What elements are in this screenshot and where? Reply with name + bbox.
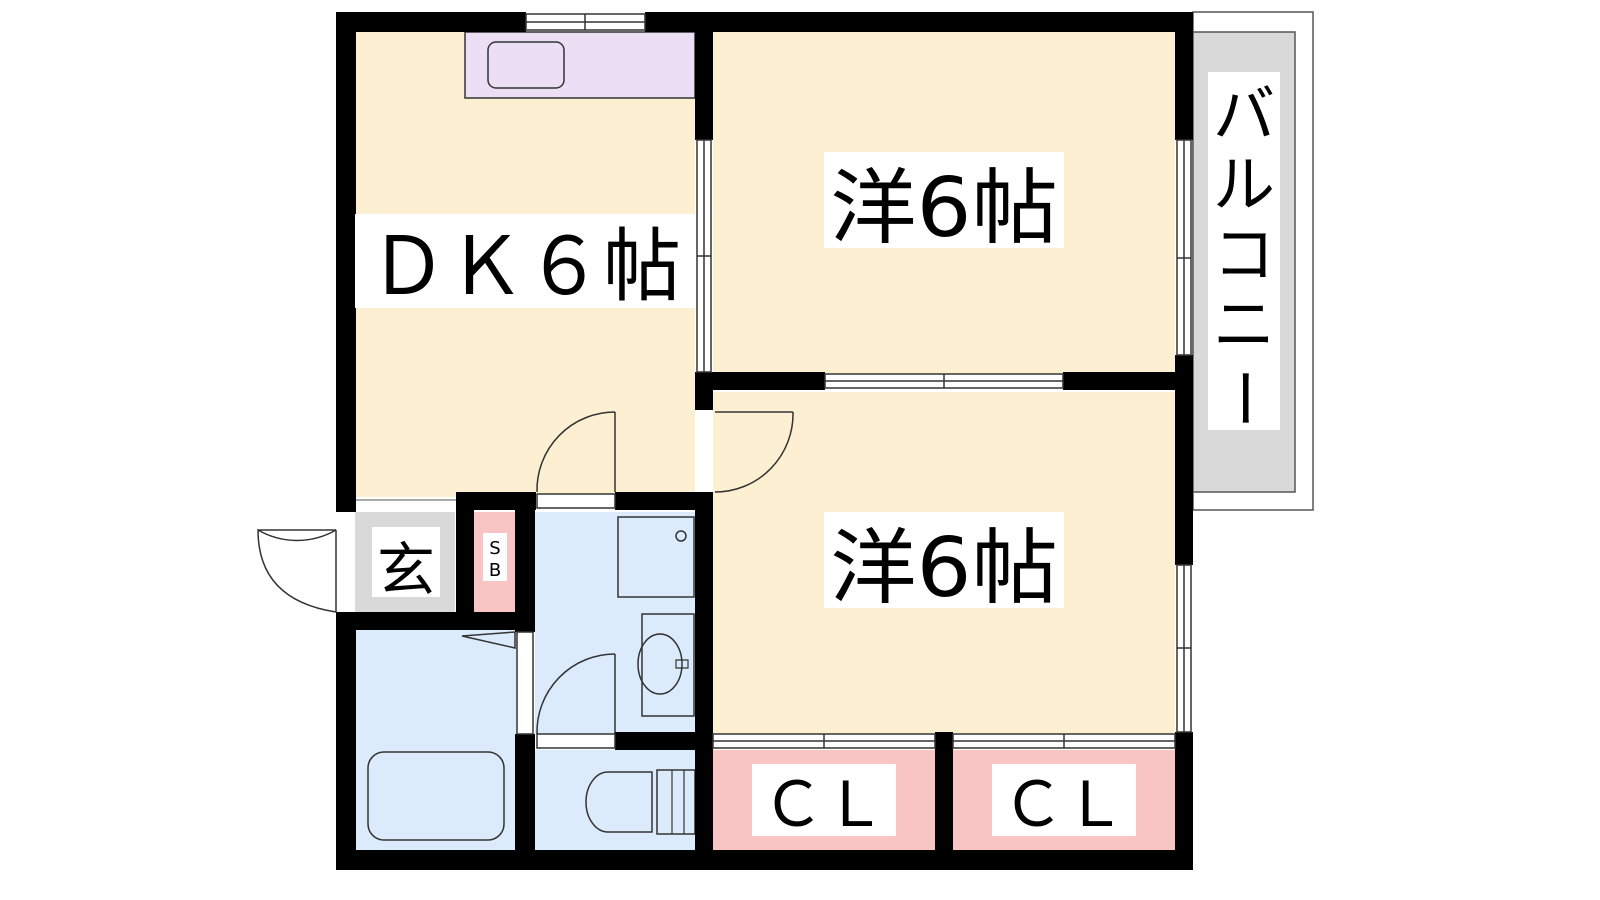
- balcony-label-char: ル: [1213, 148, 1275, 221]
- closet-left-label: ＣＬ: [762, 768, 886, 841]
- entrance-label-bg: [372, 527, 440, 597]
- washing-machine-space: [617, 516, 695, 598]
- kitchen-sink: [487, 41, 565, 89]
- dk-label-bg: [355, 214, 695, 308]
- faucet-icon: [675, 659, 689, 669]
- western-lower-label-bg: [824, 512, 1064, 608]
- windows: [516, 13, 1192, 749]
- washbasin-counter: [641, 613, 695, 717]
- balcony-label-char: ー: [1207, 367, 1280, 429]
- dk-label: ＤＫ６帖: [369, 220, 681, 313]
- shoe-box-label-bg: [483, 533, 507, 581]
- balcony-label-bg: [1208, 72, 1280, 430]
- closet-right-label-bg: [992, 764, 1136, 836]
- toilet-bowl: [585, 771, 653, 833]
- bath-floor: [355, 630, 517, 852]
- balcony-label-char: コ: [1213, 218, 1275, 291]
- bathtub: [367, 751, 505, 841]
- western-upper-label: 洋6帖: [830, 161, 1058, 256]
- western-lower-label: 洋6帖: [830, 521, 1058, 616]
- door-swings: [257, 411, 794, 735]
- drain-icon: [675, 530, 687, 542]
- balcony-label-char: バ: [1213, 78, 1275, 151]
- washbasin: [637, 633, 683, 695]
- balcony-label-char: ニ: [1213, 288, 1275, 361]
- closet-right-label: ＣＬ: [1002, 768, 1126, 841]
- kitchen-counter: [464, 31, 696, 99]
- walls: [336, 12, 1193, 870]
- shoe-box-label-top: S: [489, 538, 500, 559]
- balcony-label: バ ル コ ニ ー: [1207, 78, 1280, 429]
- closet-left-label-bg: [752, 764, 896, 836]
- entrance-label: 玄: [377, 536, 435, 604]
- toilet-floor: [535, 750, 695, 852]
- shoe-box-label-bottom: B: [489, 560, 501, 581]
- western-upper-label-bg: [824, 152, 1064, 248]
